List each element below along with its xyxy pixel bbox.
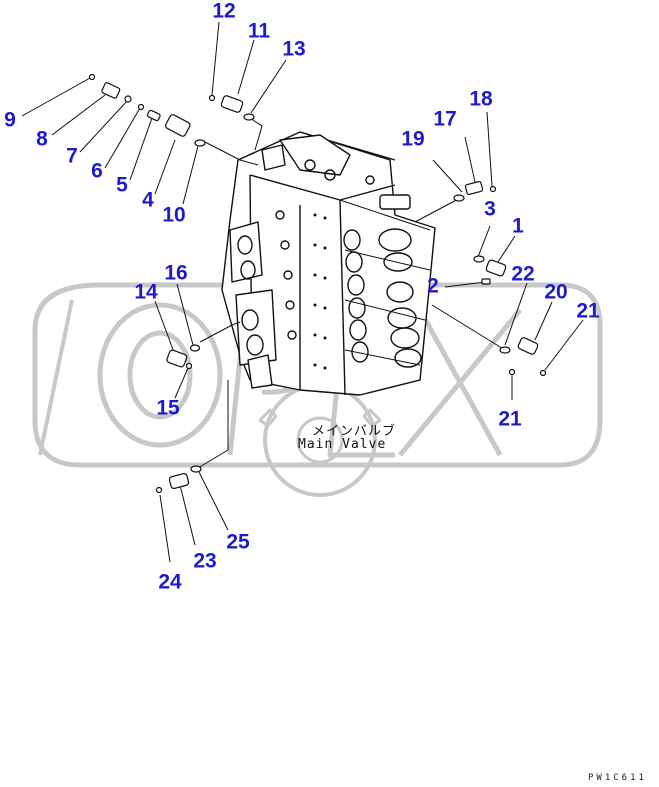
callout-24: 24: [158, 570, 182, 594]
callout-5: 5: [116, 173, 128, 197]
callout-16: 16: [164, 261, 188, 285]
part-5-fitting: [146, 109, 161, 122]
callout-22: 22: [511, 262, 535, 286]
callout-25: 25: [226, 530, 250, 554]
callout-18: 18: [469, 87, 493, 111]
callout-2: 2: [427, 274, 439, 298]
part-15-plug: [185, 362, 193, 370]
part-8-fitting: [101, 82, 121, 99]
callout-10: 10: [162, 203, 186, 227]
part-19-o-ring: [453, 194, 465, 202]
part-20-fitting: [517, 337, 539, 355]
callout-13: 13: [282, 37, 306, 61]
part-22-o-ring: [499, 346, 511, 354]
callout-8: 8: [36, 127, 48, 151]
callout-9: 9: [4, 108, 16, 132]
callout-6: 6: [91, 159, 103, 183]
part-12-plug: [208, 94, 216, 102]
part-23-fitting: [168, 472, 190, 490]
caption-english: Main Valve: [298, 437, 387, 452]
callout-21b: 21: [498, 407, 522, 431]
callout-11: 11: [247, 19, 271, 43]
callout-1: 1: [512, 214, 524, 238]
part-11-fitting: [220, 95, 244, 113]
part-21-plug-b: [508, 368, 516, 376]
part-10-o-ring: [194, 139, 206, 147]
main-valve-body: [221, 131, 436, 396]
parts: [88, 73, 547, 494]
leader-lines: [21, 21, 584, 563]
part-6-o-ring: [137, 103, 145, 111]
part-13-o-ring: [243, 113, 255, 121]
part-14-fitting: [166, 349, 188, 368]
callout-4: 4: [142, 188, 154, 212]
part-18-plug: [489, 185, 497, 193]
callout-3: 3: [484, 197, 496, 221]
callout-7: 7: [66, 144, 78, 168]
part-7-o-ring: [124, 95, 132, 103]
callout-15: 15: [156, 396, 180, 420]
callout-17: 17: [433, 107, 457, 131]
callout-21a: 21: [576, 299, 600, 323]
part-3-o-ring: [473, 255, 485, 263]
part-4-relief-valve: [164, 114, 191, 137]
callout-12: 12: [212, 0, 236, 23]
part-25-o-ring: [190, 465, 202, 473]
part-16-o-ring: [189, 344, 201, 352]
part-1-fitting: [485, 259, 507, 277]
drawing-code: PW1C611: [588, 773, 647, 783]
part-17-fitting: [464, 180, 484, 196]
caption-japanese: メインバルブ: [312, 424, 397, 439]
part-9-plug: [88, 73, 96, 81]
callout-23: 23: [193, 549, 217, 573]
callout-20: 20: [544, 280, 568, 304]
callout-19: 19: [401, 127, 425, 151]
part-24-plug: [155, 486, 163, 494]
part-2-fitting: [481, 278, 491, 285]
part-21-plug-a: [539, 369, 547, 377]
callout-14: 14: [134, 280, 158, 304]
